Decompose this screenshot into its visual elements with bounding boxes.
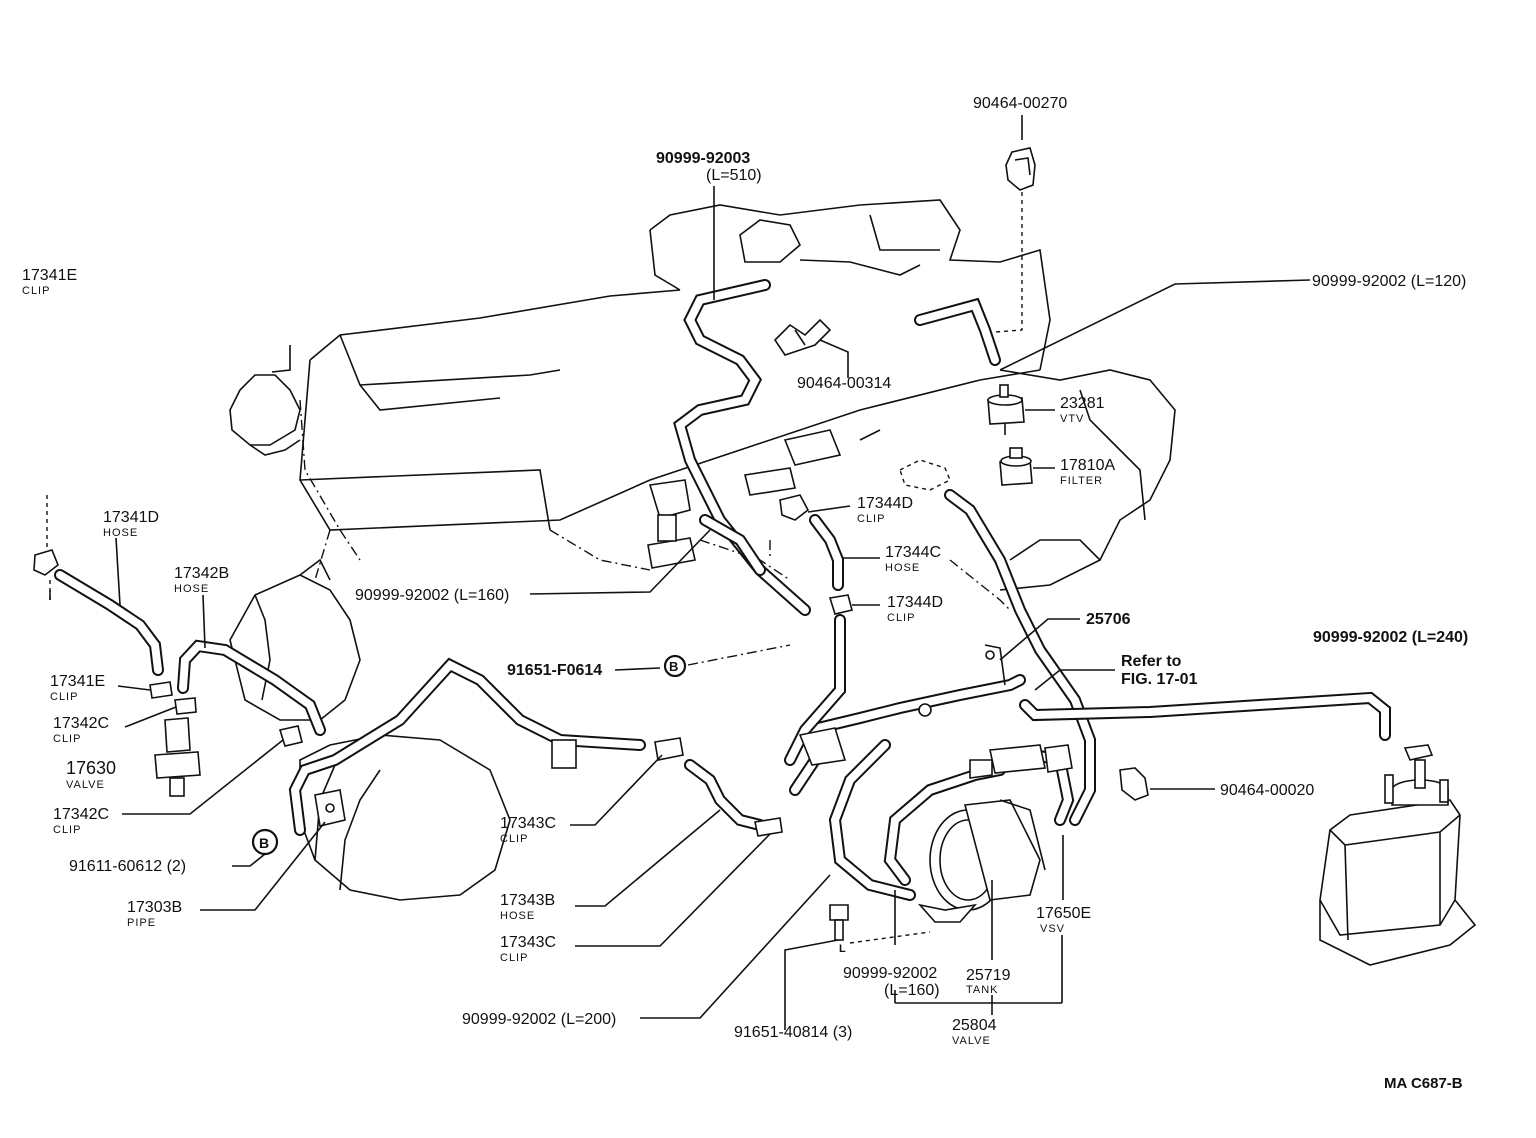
label-90999-92003-length: (L=510) — [706, 167, 762, 184]
label-17630-desc: VALVE — [66, 779, 105, 791]
hoses — [54, 279, 1391, 901]
label-17650e: 17650E — [1036, 905, 1091, 922]
label-17344d-top-desc: CLIP — [857, 513, 885, 525]
label-17343c-upper-desc: CLIP — [500, 833, 528, 845]
label-23281-desc: VTV — [1060, 413, 1084, 425]
label-17303b-desc: PIPE — [127, 917, 156, 929]
label-17344c-desc: HOSE — [885, 562, 920, 574]
label-25719-desc: TANK — [966, 984, 999, 996]
label-17343c-lower: 17343C — [500, 934, 556, 951]
label-17650e-desc: VSV — [1040, 923, 1065, 935]
label-17341e-mid-desc: CLIP — [50, 691, 78, 703]
label-17342c-upper-desc: CLIP — [53, 733, 81, 745]
label-17342c-lower: 17342C — [53, 806, 109, 823]
label-90999-92003: 90999-92003 — [656, 150, 750, 167]
label-90464-00020: 90464-00020 — [1220, 782, 1314, 799]
label-17342b: 17342B — [174, 565, 229, 582]
label-90464-00314: 90464-00314 — [797, 375, 891, 392]
label-17343c-lower-desc: CLIP — [500, 952, 528, 964]
label-90999-92002-l160-upper: 90999-92002 (L=160) — [355, 587, 509, 604]
label-17344d-top: 17344D — [857, 495, 913, 512]
label-17344d-bottom: 17344D — [887, 594, 943, 611]
label-17341d-desc: HOSE — [103, 527, 138, 539]
label-refer-to: Refer to — [1121, 653, 1182, 670]
label-90999-92002-l200: 90999-92002 (L=200) — [462, 1011, 616, 1028]
label-90999-92002-l240: 90999-92002 (L=240) — [1313, 629, 1468, 646]
badge-b-upper: B — [669, 659, 678, 674]
label-25804: 25804 — [952, 1017, 997, 1034]
callout-labels: 90464-00270 90999-92003 (L=510) 90999-92… — [22, 95, 1468, 1092]
label-90999-92002-l120: 90999-92002 (L=120) — [1312, 273, 1466, 290]
label-bolt-l: L — [839, 943, 846, 955]
label-17342c-upper: 17342C — [53, 715, 109, 732]
label-90999-92002-l160-lower: 90999-92002 — [843, 965, 937, 982]
label-17341e-mid: 17341E — [50, 673, 105, 690]
label-91651-f0614: 91651-F0614 — [507, 662, 602, 679]
label-17341e-top-desc: CLIP — [22, 285, 50, 297]
components — [33, 147, 1477, 966]
label-17341e-top: 17341E — [22, 267, 77, 284]
label-17342c-lower-desc: CLIP — [53, 824, 81, 836]
label-90464-00270: 90464-00270 — [973, 95, 1067, 112]
label-17810a-desc: FILTER — [1060, 475, 1103, 487]
label-25804-desc: VALVE — [952, 1035, 991, 1047]
figure-code: MA C687-B — [1384, 1075, 1463, 1092]
label-17343b-desc: HOSE — [500, 910, 535, 922]
label-25719: 25719 — [966, 967, 1011, 984]
label-90999-92002-l160-lower-length: (L=160) — [884, 982, 940, 999]
label-17630: 17630 — [66, 758, 116, 778]
label-17303b: 17303B — [127, 899, 182, 916]
label-91651-40814: 91651-40814 (3) — [734, 1024, 852, 1041]
label-17344c: 17344C — [885, 544, 941, 561]
label-23281: 23281 — [1060, 395, 1105, 412]
badge-b-lower: B — [259, 835, 269, 851]
label-refer-fig: FIG. 17-01 — [1121, 671, 1198, 688]
label-91611-60612: 91611-60612 (2) — [69, 858, 186, 875]
label-17810a: 17810A — [1060, 457, 1115, 474]
label-25706: 25706 — [1086, 611, 1131, 628]
label-17343b: 17343B — [500, 892, 555, 909]
label-17344d-bottom-desc: CLIP — [887, 612, 915, 624]
label-17342b-desc: HOSE — [174, 583, 209, 595]
leader-lines — [49, 115, 1311, 1030]
label-17341d: 17341D — [103, 509, 159, 526]
label-17343c-upper: 17343C — [500, 815, 556, 832]
